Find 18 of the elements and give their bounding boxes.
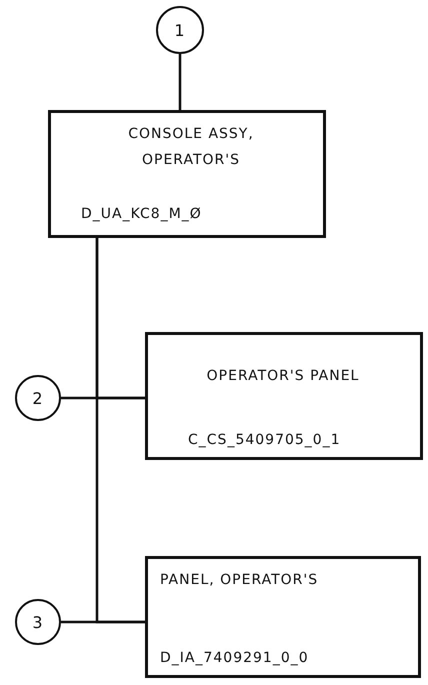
part-box: [145, 332, 423, 460]
connector-line: [61, 396, 145, 400]
callout-circle: [15, 599, 61, 645]
part-box: [145, 556, 421, 678]
part-box: [48, 110, 326, 238]
callout-number: 2: [32, 388, 44, 408]
connector-line: [61, 620, 145, 624]
callout-number: 3: [32, 612, 44, 632]
part-title: OPERATOR'S PANEL: [206, 367, 360, 386]
drawing-number: D_UA_KC8_M_Ø: [81, 205, 203, 224]
connector-line: [178, 54, 182, 110]
callout-circle: [15, 375, 61, 421]
callout-number: 1: [174, 20, 186, 40]
part-title: PANEL, OPERATOR'S: [160, 571, 320, 590]
drawing-number: D_IA_7409291_0_0: [160, 649, 310, 668]
drawing-number: C_CS_5409705_0_1: [188, 431, 342, 450]
part-title: CONSOLE ASSY, OPERATOR'S: [127, 125, 255, 170]
callout-circle: [156, 6, 204, 54]
